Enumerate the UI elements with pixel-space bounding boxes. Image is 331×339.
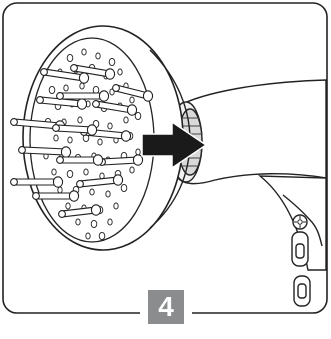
vent-hole (65, 202, 71, 210)
diffuser-prong (10, 176, 64, 188)
vent-hole (108, 57, 116, 67)
diffuser-prong (58, 204, 102, 218)
vent-hole (129, 96, 135, 104)
step-number-badge: 4 (146, 288, 186, 326)
diffuser-prong (92, 100, 138, 116)
vent-hole (81, 48, 87, 56)
vent-hole (113, 202, 119, 210)
vent-hole (89, 188, 95, 196)
vent-hole (107, 122, 113, 130)
vent-hole (53, 134, 59, 142)
diffuser-prong (32, 190, 80, 202)
diffuser-prongs (10, 64, 154, 218)
diffuser (10, 25, 191, 251)
vent-hole (135, 148, 141, 156)
diffuser-prong (52, 124, 98, 136)
vent-hole (98, 231, 106, 241)
vent-hole (107, 218, 113, 226)
diffuser-prong (70, 64, 116, 80)
vent-hole (48, 85, 56, 95)
vent-hole (66, 169, 74, 179)
diffuser-prong (40, 68, 90, 84)
vent-hole (90, 219, 98, 229)
vent-hole (105, 190, 111, 198)
vent-hole (63, 84, 69, 92)
vent-hole (123, 116, 129, 124)
diffuser-prong (98, 154, 144, 166)
hair-dryer (169, 79, 327, 307)
vent-hole (134, 111, 142, 121)
vent-hole (120, 183, 128, 193)
vent-hole (51, 168, 57, 176)
vent-hole (129, 166, 135, 174)
vent-hole (77, 116, 83, 124)
push-arrow-icon (141, 120, 208, 170)
vent-hole (85, 232, 91, 240)
diffuser-prong (112, 84, 154, 102)
diffuser-prong (36, 96, 88, 110)
diffuser-prong (18, 146, 72, 158)
vent-hole (57, 186, 63, 194)
vent-hole (95, 52, 101, 60)
vent-hole (97, 138, 103, 146)
diffuser-prong (56, 154, 104, 166)
vent-hole (66, 53, 74, 63)
vent-hole (79, 82, 85, 90)
vent-hole (75, 218, 81, 226)
fan-icon (294, 216, 306, 228)
diffuser-prong (56, 90, 110, 102)
vent-hole (117, 68, 123, 76)
diffuser-prong (76, 174, 124, 188)
vent-hole (67, 136, 73, 144)
vent-hole (83, 168, 89, 176)
